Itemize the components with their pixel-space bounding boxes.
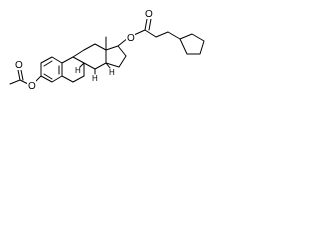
ester-oxygen-3-label: O: [28, 81, 36, 92]
ring-b: [61, 56, 85, 83]
c3-acetate: [9, 69, 42, 85]
carbonyl-oxygen-17-label: O: [145, 9, 153, 20]
ester-oxygen-17-bg: [126, 32, 135, 43]
ester-oxygen-17-label: O: [127, 33, 135, 44]
carbonyl-oxygen-3-label: O: [15, 60, 23, 71]
ring-c: [72, 43, 107, 70]
stereo-h-bonds: [79, 62, 111, 75]
cyclopentyl-ring: [179, 33, 205, 55]
carbonyl-oxygen-3-bg: [14, 59, 23, 70]
ring-d: [105, 45, 127, 68]
h9-label: H: [75, 66, 81, 75]
c17-ester-chain: [117, 18, 181, 47]
carbonyl-oxygen-17-bg: [144, 8, 153, 19]
molecule-structure: O O O O H H H: [9, 8, 205, 92]
ring-a-aromatic: [40, 56, 63, 83]
h14-label: H: [109, 68, 115, 77]
ester-oxygen-3-bg: [27, 80, 36, 91]
h8-label: H: [92, 74, 98, 83]
